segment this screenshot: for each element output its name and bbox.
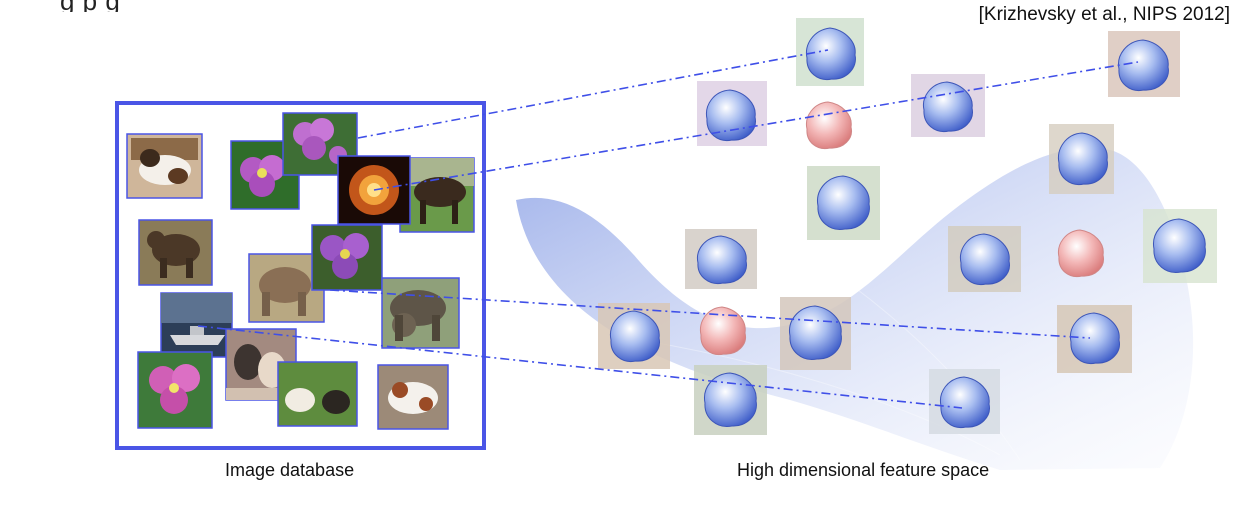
feature-tile xyxy=(807,166,880,240)
mapping-line xyxy=(329,289,1091,339)
database-thumbnails xyxy=(126,112,475,430)
feature-tile xyxy=(694,365,767,435)
thumb-purple-flower-2 xyxy=(282,112,358,176)
mapping-line xyxy=(197,325,963,409)
feature-tile xyxy=(1057,229,1104,278)
feature-tile xyxy=(699,306,746,356)
feature-tile xyxy=(598,303,670,369)
feature-tile xyxy=(685,229,757,289)
feature-tile xyxy=(796,18,864,86)
feature-tile xyxy=(780,297,851,370)
mapping-line xyxy=(373,61,1139,191)
citation: [Krizhevsky et al., NIPS 2012] xyxy=(978,4,1230,25)
thumb-pink-flower xyxy=(137,351,213,429)
thumb-bear xyxy=(138,219,213,286)
feature-tile xyxy=(948,226,1021,292)
mapping-line xyxy=(357,49,829,139)
image-database-box xyxy=(115,101,486,450)
feature-tile xyxy=(1143,209,1217,283)
mapping-lines xyxy=(197,49,1139,409)
thumb-dog-white-brown xyxy=(377,364,449,430)
feature-tile xyxy=(697,81,767,146)
title-strip: g p g xyxy=(60,0,820,12)
thumb-elephant-2 xyxy=(381,277,460,349)
thumb-ship xyxy=(160,292,233,358)
caption-feature-space: High dimensional feature space xyxy=(737,460,990,480)
feature-manifold xyxy=(516,147,1194,470)
thumb-dog-cat xyxy=(126,133,203,199)
feature-tile xyxy=(1057,305,1132,373)
feature-tile xyxy=(1049,124,1114,194)
feature-points xyxy=(598,18,1217,435)
feature-tile xyxy=(929,369,1000,434)
thumb-elephant-1 xyxy=(248,253,325,323)
feature-tile xyxy=(805,101,852,150)
caption-image-database: Image database xyxy=(225,460,355,480)
thumb-purple-flower-3 xyxy=(311,224,383,291)
feature-tile xyxy=(1108,31,1180,97)
thumb-cow xyxy=(399,157,475,233)
feature-tile xyxy=(911,74,985,137)
page-title-partial: g p g xyxy=(60,0,120,12)
thumb-dogs-grass xyxy=(277,361,358,427)
